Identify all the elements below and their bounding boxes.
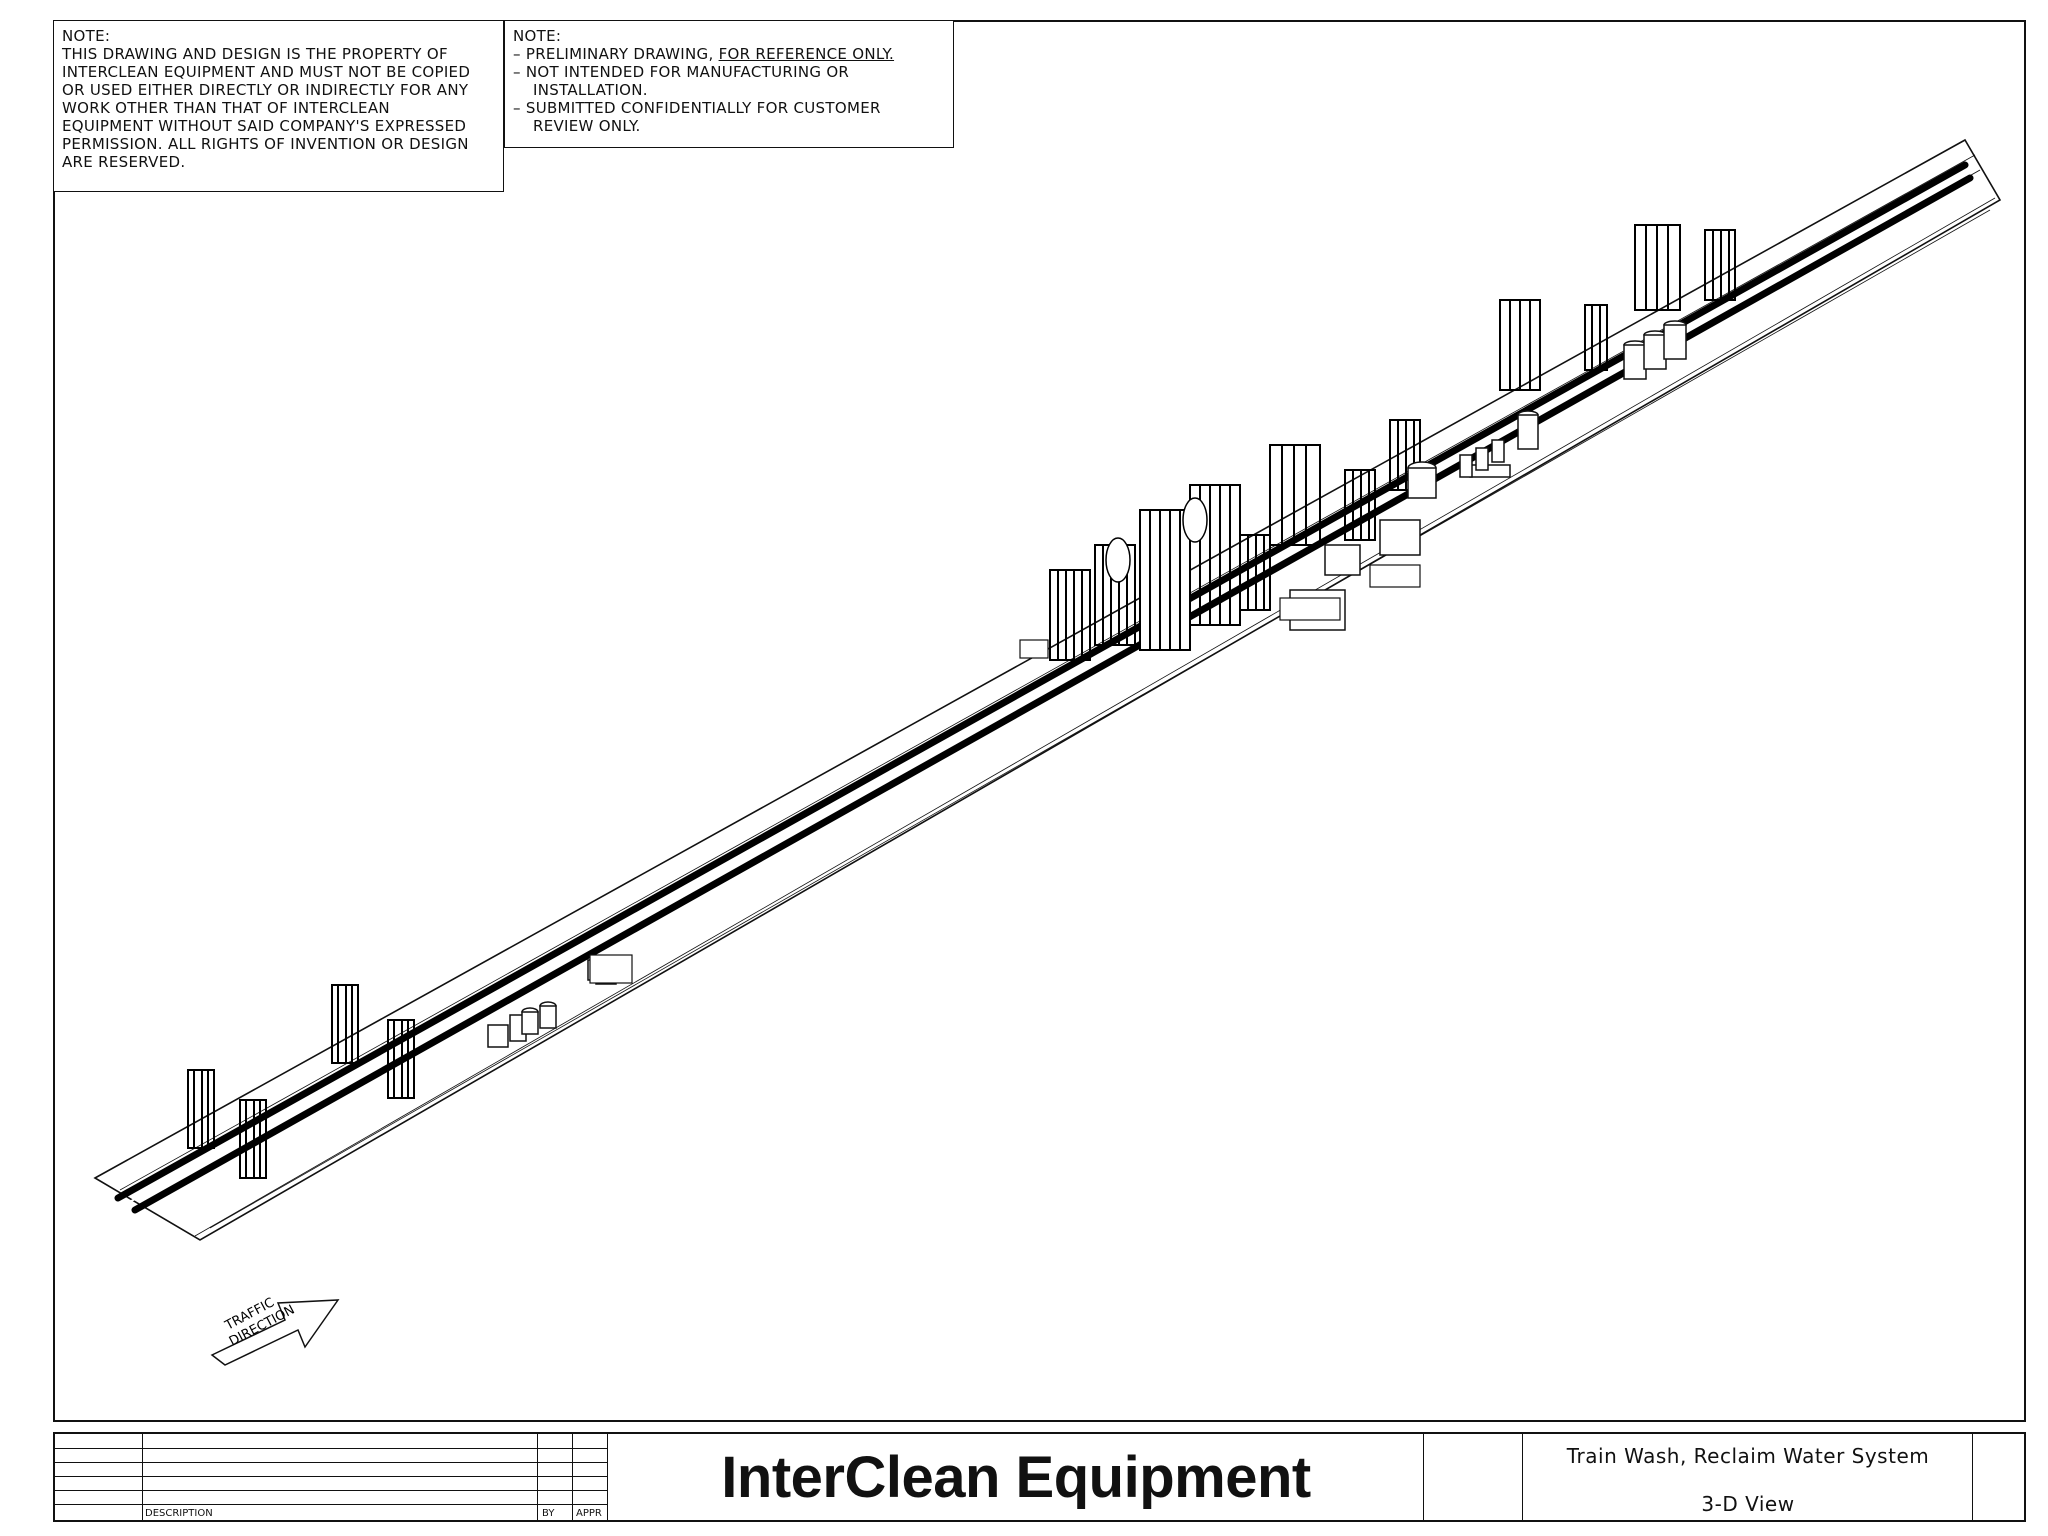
drawing-sheet-border [53,20,2026,1422]
note-heading: NOTE: [62,27,111,45]
note-line: EQUIPMENT WITHOUT SAID COMPANY'S EXPRESS… [62,117,467,135]
preliminary-note: NOTE: – PRELIMINARY DRAWING, FOR REFEREN… [504,20,954,148]
company-cell-divider [55,1434,1424,1520]
title-block: DESCRIPTION BY APPR InterClean Equipment… [53,1432,2026,1522]
revision-row-line [55,1462,608,1463]
note-text: – PRELIMINARY DRAWING, [513,45,719,63]
note-line: PERMISSION. ALL RIGHTS OF INVENTION OR D… [62,135,469,153]
note-line: – PRELIMINARY DRAWING, FOR REFERENCE ONL… [513,45,945,63]
note-line: OR USED EITHER DIRECTLY OR INDIRECTLY FO… [62,81,469,99]
revision-by-column [55,1434,573,1520]
note-line: THIS DRAWING AND DESIGN IS THE PROPERTY … [62,45,448,63]
note-line: INSTALLATION. [533,81,648,99]
appr-label: APPR [576,1508,602,1519]
central-wash-bay [1049,484,1271,661]
note-line: – SUBMITTED CONFIDENTIALLY FOR CUSTOMER [513,99,881,117]
note-line: INTERCLEAN EQUIPMENT AND MUST NOT BE COP… [62,63,471,81]
revision-row-line [55,1490,608,1491]
by-label: BY [542,1508,555,1519]
revision-appr-column [55,1434,608,1520]
description-label: DESCRIPTION [145,1508,213,1519]
support-boxes [589,564,1421,984]
company-name: InterClean Equipment [721,1444,1311,1510]
revision-number-column [55,1434,143,1520]
upper-equipment-frames [1499,224,1736,391]
revision-description-column [55,1434,538,1520]
drawing-view: 3-D View [1701,1492,1795,1516]
note-line: WORK OTHER THAN THAT OF INTERCLEAN [62,99,390,117]
note-line: ARE RESERVED. [62,153,186,171]
note-heading: NOTE: [513,27,562,45]
lower-equipment-frames [187,984,415,1179]
title-cell-divider [55,1434,1973,1520]
ref-cell-divider [55,1434,1523,1520]
mid-equipment-frames [1269,419,1421,546]
note-line: – NOT INTENDED FOR MANUFACTURING OR [513,63,850,81]
drawing-title: Train Wash, Reclaim Water System [1566,1444,1930,1468]
revision-row-line [55,1504,608,1505]
traffic-arrow [210,1299,340,1366]
revision-row-line [55,1448,608,1449]
property-note: NOTE: THIS DRAWING AND DESIGN IS THE PRO… [53,20,504,192]
note-line: REVIEW ONLY. [533,117,641,135]
note-underlined-text: FOR REFERENCE ONLY. [718,45,895,63]
reclaim-tanks [1289,320,1687,631]
revision-row-line [55,1476,608,1477]
